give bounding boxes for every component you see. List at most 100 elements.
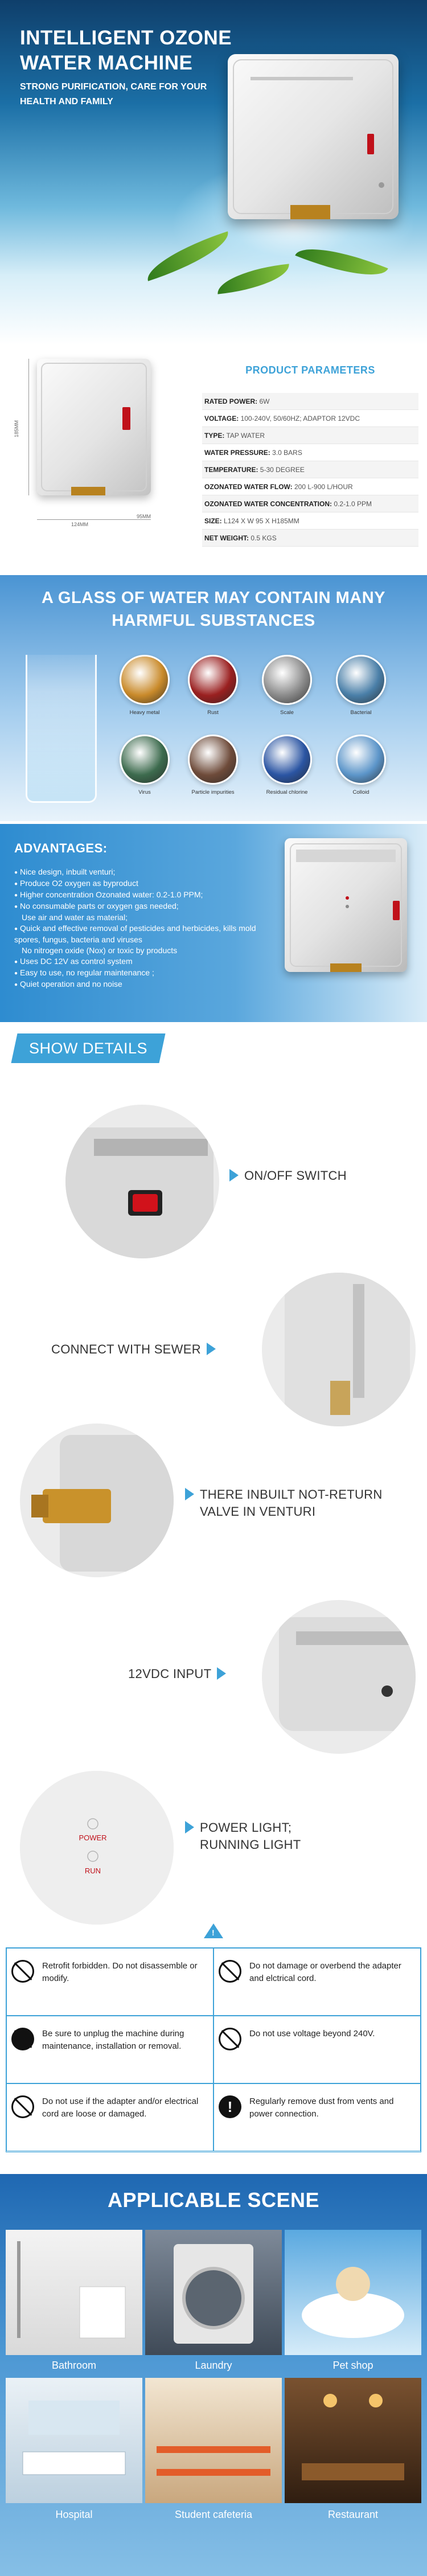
param-value: TAP WATER — [226, 432, 265, 440]
substance-item: Colloid — [327, 735, 395, 795]
sewer-closeup-graphic — [285, 1273, 410, 1426]
advantage-text: No consumable parts or oxygen gas needed… — [20, 901, 179, 910]
substance-icon — [262, 655, 312, 705]
param-key: TEMPERATURE: — [204, 466, 258, 474]
bullet-icon: ● — [14, 904, 18, 910]
water-glass-image — [26, 655, 97, 803]
param-key: RATED POWER: — [204, 397, 258, 405]
substance-icon — [336, 655, 386, 705]
detail-label-dc-input: 12VDC INPUT — [128, 1666, 227, 1683]
bullet-icon: ● — [14, 926, 18, 932]
scene-label: Laundry — [195, 2360, 232, 2371]
detail-label-text: THERE INBUILT NOT-RETURN — [200, 1487, 383, 1502]
detail-label-sewer: CONNECT WITH SEWER — [51, 1341, 216, 1358]
pointer-arrow-icon — [229, 1169, 239, 1182]
parameters-table: RATED POWER: 6W VOLTAGE: 100-240V, 50/60… — [202, 393, 418, 547]
lights-label-line1: POWER LIGHT; — [185, 1819, 301, 1836]
device-details-graphic — [233, 59, 393, 222]
advantage-item: ●No consumable parts or oxygen gas neede… — [14, 901, 282, 912]
param-value: 0.2-1.0 PPM — [334, 500, 372, 508]
scene-label: Restaurant — [327, 2509, 379, 2520]
detail-image-sewer — [262, 1273, 416, 1426]
restaurant-graphic — [302, 2394, 404, 2480]
scene-image-hospital — [6, 2378, 142, 2503]
warning-text: Do not use voltage beyond 240V. — [249, 2029, 375, 2038]
substance-icon — [188, 655, 238, 705]
hero-subtitle: STRONG PURIFICATION, CARE FOR YOUR HEALT… — [20, 82, 207, 106]
warning-text: Do not damage or overbend the adapter an… — [249, 1961, 401, 1983]
advantages-title: ADVANTAGES: — [14, 841, 108, 855]
pet-shop-graphic — [302, 2267, 404, 2338]
scene-label: Pet shop — [332, 2360, 373, 2371]
hero-title: INTELLIGENT OZONE WATER MACHINE — [20, 27, 232, 74]
applicable-scene-section: APPLICABLE SCENE Bathroom Laundry Pet sh… — [0, 2174, 427, 2576]
pointer-arrow-icon — [185, 1488, 194, 1500]
param-key: SIZE: — [204, 517, 222, 525]
laundry-graphic — [174, 2244, 253, 2344]
param-row: RATED POWER: 6W — [202, 393, 418, 410]
advantage-item: ●Uses DC 12V as control system — [14, 956, 282, 967]
warning-text: Be sure to unplug the machine during mai… — [42, 2029, 184, 2051]
substance-icon — [120, 655, 170, 705]
detail-label-switch: ON/OFF SWITCH — [229, 1167, 347, 1184]
cafeteria-graphic — [157, 2446, 270, 2476]
pointer-arrow-icon — [185, 1821, 194, 1833]
advantages-list: ●Nice design, inbuilt venturi;●Produce O… — [14, 867, 282, 990]
param-key: NET WEIGHT: — [204, 534, 249, 542]
substance-label: Rust — [207, 709, 219, 716]
scene-image-laundry — [145, 2230, 282, 2355]
advantage-item: No nitrogen oxide (Nox) or toxic by prod… — [14, 945, 282, 956]
device-front-graphic — [290, 843, 402, 972]
bullet-icon: ● — [14, 959, 18, 965]
warning-triangle-icon — [204, 1923, 223, 1938]
advantage-item: ●Produce O2 oxygen as byproduct — [14, 878, 282, 889]
substance-item: Virus — [110, 735, 179, 795]
substance-label: Heavy metal — [129, 709, 160, 716]
advantage-text: Easy to use, no regular maintenance ; — [20, 968, 154, 977]
warning-cell: Do not use voltage beyond 240V. — [214, 2016, 421, 2083]
advantage-text: Quiet operation and no noise — [20, 979, 122, 988]
exclamation-icon: ! — [219, 2095, 241, 2118]
substances-title: A GLASS OF WATER MAY CONTAIN MANY HARMFU… — [41, 589, 386, 630]
substance-icon — [262, 735, 312, 785]
harmful-substances-section: A GLASS OF WATER MAY CONTAIN MANY HARMFU… — [0, 575, 427, 821]
bathroom-graphic — [17, 2241, 126, 2339]
substance-icon — [120, 735, 170, 785]
advantage-text: Use air and water as material; — [22, 913, 128, 922]
power-light-label: POWER — [79, 1833, 106, 1842]
scene-image-restaurant — [285, 2378, 421, 2503]
substance-item: Bacterial — [327, 655, 395, 716]
bullet-icon: ● — [14, 970, 18, 977]
substance-label: Residual chlorine — [266, 789, 308, 795]
scene-label: Student cafeteria — [174, 2509, 253, 2520]
warning-cell: Retrofit forbidden. Do not disassemble o… — [6, 1948, 214, 2016]
pointer-arrow-icon — [206, 1343, 216, 1355]
scene-label: Hospital — [55, 2509, 93, 2520]
substance-label: Virus — [138, 789, 151, 795]
advantage-item: Use air and water as material; — [14, 912, 282, 923]
prohibition-icon — [219, 1960, 241, 1983]
param-value: 100-240V, 50/60HZ; ADAPTOR 12VDC — [240, 415, 360, 423]
detail-image-switch — [65, 1105, 219, 1258]
param-row: WATER PRESSURE: 3.0 BARS — [202, 444, 418, 461]
advantage-text: Uses DC 12V as control system — [20, 957, 133, 966]
advantage-text: No nitrogen oxide (Nox) or toxic by prod… — [22, 946, 178, 955]
param-value: L124 X W 95 X H185MM — [224, 517, 299, 525]
warning-text: Regularly remove dust from vents and pow… — [249, 2097, 394, 2119]
advantage-text: Produce O2 oxygen as byproduct — [20, 879, 138, 888]
substance-item: Scale — [253, 655, 321, 716]
detail-label-valve: THERE INBUILT NOT-RETURN VALVE IN VENTUR… — [185, 1486, 383, 1520]
prohibition-icon — [219, 2028, 241, 2050]
substance-item: Residual chlorine — [253, 735, 321, 795]
advantage-item: ●Quiet operation and no noise — [14, 979, 282, 990]
dc-input-closeup-graphic — [279, 1617, 416, 1731]
valve-label-line1: THERE INBUILT NOT-RETURN — [185, 1486, 383, 1503]
device-front-image — [285, 838, 407, 972]
warning-cell: Do not use if the adapter and/or electri… — [6, 2083, 214, 2151]
advantage-item: ●Quick and effective removal of pesticid… — [14, 923, 282, 945]
device-outline-graphic — [41, 363, 147, 495]
hero-banner: INTELLIGENT OZONE WATER MACHINE STRONG P… — [0, 0, 427, 344]
substance-label: Bacterial — [350, 709, 372, 716]
detail-label-text: CONNECT WITH SEWER — [51, 1342, 201, 1356]
